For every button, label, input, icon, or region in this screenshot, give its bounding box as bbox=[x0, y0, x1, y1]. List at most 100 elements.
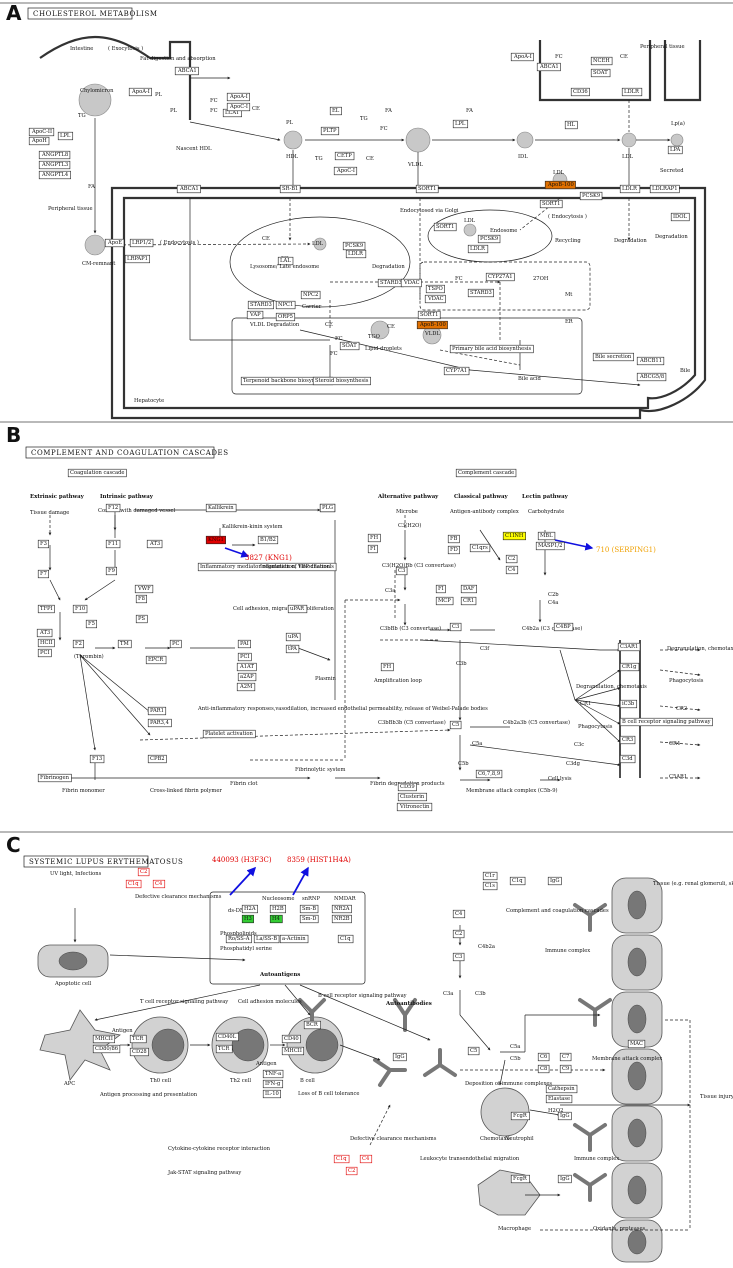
b-node: Platelet activation bbox=[202, 729, 256, 739]
b-node-box bbox=[202, 729, 256, 739]
a-node: FC bbox=[330, 351, 338, 357]
a-node: IDL bbox=[518, 154, 528, 160]
b-node-box bbox=[455, 468, 517, 478]
b-node: Phagocytosis bbox=[669, 678, 704, 684]
a-node: LDLR bbox=[467, 244, 489, 254]
a-node-box bbox=[670, 212, 690, 222]
a-node-box bbox=[449, 344, 534, 354]
b-node: FH bbox=[380, 662, 394, 672]
a-node: Endocytosed via Golgi bbox=[400, 208, 459, 214]
a-node-label: Fat digestion and absorption bbox=[140, 56, 216, 62]
a-node-box bbox=[329, 106, 342, 116]
c-node-label: C2 bbox=[348, 1168, 355, 1174]
antibody-shapes bbox=[298, 903, 612, 1202]
a-node-box bbox=[226, 92, 250, 102]
c-node-box bbox=[627, 1039, 646, 1049]
c-node-box bbox=[333, 1154, 350, 1164]
c-node-box bbox=[545, 1084, 578, 1094]
a-node-box bbox=[320, 126, 340, 136]
a-node: ORP5 bbox=[275, 312, 296, 322]
a-node: CD36 bbox=[570, 87, 590, 97]
panel-b-title-box bbox=[25, 446, 215, 459]
b-node-box bbox=[285, 644, 300, 654]
a-node-box bbox=[279, 184, 301, 194]
a-node: HDL bbox=[286, 154, 299, 160]
b-node: C3(H2O)Bb (C3 convertase) bbox=[382, 562, 456, 569]
b-node-label: EPCR bbox=[148, 657, 164, 663]
c-node-box bbox=[557, 1174, 572, 1184]
c-node: Neutrophil bbox=[505, 1136, 534, 1142]
a-node-label: ANGPTL3 bbox=[41, 162, 68, 168]
a-node-box bbox=[416, 320, 448, 330]
a-node: CETP bbox=[334, 151, 355, 161]
c-node-box bbox=[467, 1046, 480, 1056]
a-node: VLDL bbox=[424, 331, 440, 337]
c-node: C3 bbox=[452, 952, 465, 962]
a-node: CYP7A1 bbox=[443, 366, 470, 376]
b-node: Phagocytosis bbox=[578, 724, 613, 730]
c-node: C1q bbox=[333, 1154, 350, 1164]
b-node-label: C3d bbox=[622, 756, 633, 762]
a-node-label: VLDL Degradation bbox=[249, 322, 300, 328]
c-node: C1s bbox=[482, 881, 498, 891]
c-node: NR2B bbox=[331, 914, 352, 924]
c-node-box bbox=[137, 867, 150, 877]
a-node-label: Bile acid bbox=[518, 376, 542, 382]
a-node-box bbox=[312, 376, 371, 386]
h3f3c-annotation: 440093 (H3F3C) bbox=[212, 856, 272, 864]
c-node-label: H2B bbox=[272, 906, 284, 912]
a-node-label: NPC2 bbox=[303, 292, 318, 298]
c-node: Loss of B cell tolerance bbox=[298, 1091, 359, 1097]
a-node-label: PCSK9 bbox=[345, 243, 363, 249]
a-node-box bbox=[277, 256, 294, 266]
b-node-box bbox=[134, 584, 154, 594]
c-node: a-Actinin bbox=[279, 934, 309, 944]
a-node-label: Terpenoid backbone biosynthesis bbox=[243, 378, 331, 384]
a-node-box bbox=[433, 222, 457, 232]
c-node-label: Sm-B bbox=[302, 906, 316, 912]
a-node-label: Mt bbox=[565, 292, 573, 298]
a-node-label: STARD3 bbox=[470, 290, 492, 296]
c-node-box bbox=[215, 1044, 233, 1054]
b-node-label: Cross-linked fibrin polymer bbox=[150, 788, 222, 794]
panel-c-letter: C bbox=[6, 833, 21, 857]
c-node: Th2 cell bbox=[230, 1078, 251, 1084]
b-node: Alternative pathway bbox=[377, 494, 439, 500]
c-node-label: H4 bbox=[272, 916, 281, 922]
c-node-label: Antigen processing and presentation bbox=[99, 1092, 198, 1098]
c-node-label: FcgR bbox=[513, 1176, 528, 1182]
c-node-label: TCR bbox=[218, 1046, 230, 1052]
c-node: Complement and coagulation cascades bbox=[506, 908, 609, 914]
c-node: Macrophage bbox=[498, 1226, 531, 1232]
b-node-box bbox=[397, 782, 417, 792]
a-node: PCSK9 bbox=[477, 234, 501, 244]
b-node-box bbox=[619, 717, 713, 727]
b-node-label: C3(H2O) bbox=[398, 522, 421, 529]
b-node: PAI bbox=[237, 639, 251, 649]
b-node: PC bbox=[169, 639, 182, 649]
panel-a-letter: A bbox=[6, 1, 22, 25]
b-node-box bbox=[447, 545, 460, 555]
c-node: FcgR bbox=[510, 1111, 530, 1121]
a-node-label: 27OH bbox=[533, 276, 549, 282]
a-node-box bbox=[275, 300, 296, 310]
b-node-box bbox=[147, 718, 172, 728]
c-node-label: CD40 bbox=[284, 1036, 299, 1042]
b-node-label: Degranulation, chemotaxis bbox=[576, 684, 647, 690]
a-node: LDLR bbox=[621, 87, 643, 97]
a-node: FC bbox=[210, 108, 218, 114]
b-node-box bbox=[553, 622, 574, 632]
b-node: C2b bbox=[548, 592, 559, 598]
a-node: CE bbox=[262, 236, 270, 242]
panel-a-title: CHOLESTEROL METABOLISM bbox=[33, 10, 158, 18]
c-node-label: Macrophage bbox=[498, 1226, 531, 1232]
b-node: Fibrinolytic system bbox=[295, 767, 345, 773]
c-node: CD28 bbox=[129, 1047, 149, 1057]
b-node-box bbox=[37, 773, 72, 783]
a-node: SORT1 bbox=[433, 222, 457, 232]
c-node-label: C1q bbox=[128, 881, 139, 887]
b-node-box bbox=[449, 622, 462, 632]
er-compartment bbox=[231, 317, 583, 395]
b-node: CR3 bbox=[619, 735, 636, 745]
c-node-label: C1q bbox=[512, 878, 523, 884]
